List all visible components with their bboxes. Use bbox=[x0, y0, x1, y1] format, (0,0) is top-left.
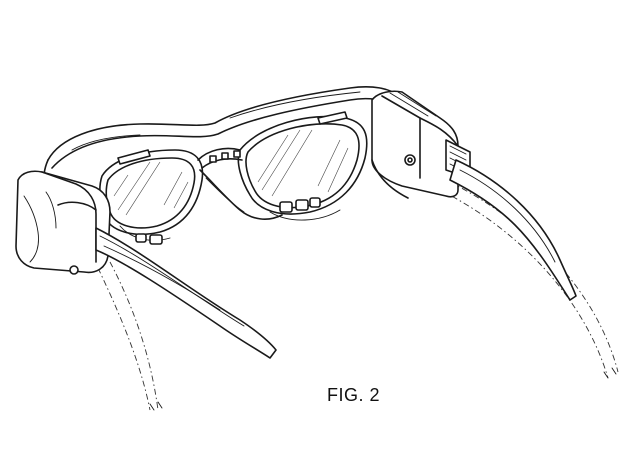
frame-outer bbox=[43, 86, 399, 206]
left-temple bbox=[95, 227, 277, 359]
nose-pads bbox=[135, 197, 321, 245]
right-lens bbox=[237, 115, 368, 221]
left-housing bbox=[15, 170, 111, 275]
left-lens bbox=[99, 149, 204, 241]
figure-label: FIG. 2 bbox=[327, 385, 381, 405]
bridge bbox=[197, 147, 283, 220]
brow-pads bbox=[117, 111, 348, 165]
right-temple bbox=[449, 159, 577, 301]
